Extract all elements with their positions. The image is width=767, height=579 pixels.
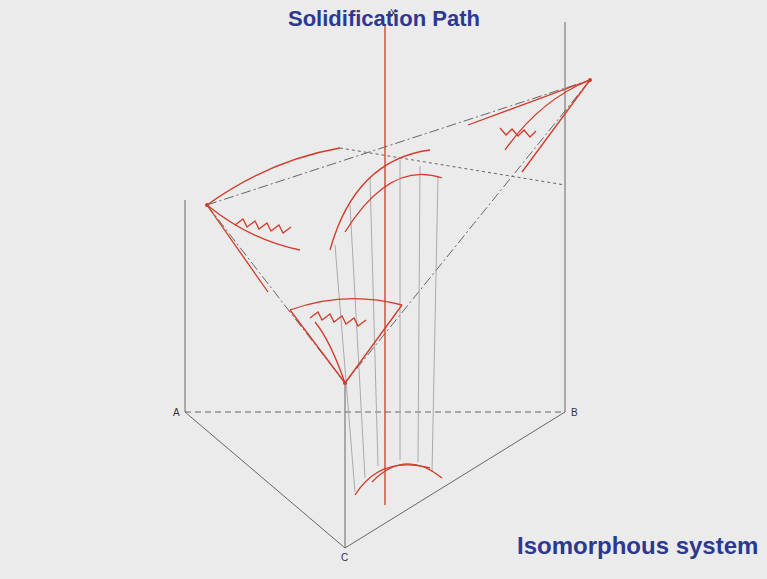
melting-point [205, 203, 209, 207]
projection-line [418, 166, 420, 462]
cone-edge [468, 80, 590, 125]
guide-line [340, 148, 565, 185]
solidification-path [345, 174, 442, 232]
cone-edge [522, 80, 590, 172]
melting-point [343, 381, 347, 385]
corner-label: B [571, 407, 578, 418]
projection-line [335, 245, 355, 492]
vertical-edge [565, 22, 566, 412]
corner-label: C [341, 552, 348, 563]
top-edge [345, 80, 590, 383]
projection-line [432, 176, 438, 472]
phase-surfaces [207, 24, 590, 505]
solidus-curve [505, 80, 590, 150]
tie-line-zigzag [500, 128, 536, 137]
prism-frame [185, 22, 590, 548]
composition-line [384, 24, 385, 505]
cone-edge [290, 310, 345, 383]
projection-line [350, 205, 365, 478]
path-projection [372, 464, 442, 482]
path-projection [355, 465, 430, 495]
tie-line-zigzag [310, 312, 366, 326]
liquidus-curve [290, 299, 402, 310]
vertical-edge [185, 200, 186, 412]
top-edge [207, 80, 590, 205]
solidus-curve [315, 322, 345, 383]
projection-lines [335, 160, 438, 492]
solidification-path [330, 150, 430, 250]
solidus-curve [207, 205, 300, 250]
corner-label: A [173, 407, 180, 418]
tie-line-zigzag [235, 219, 291, 233]
projection-line [400, 160, 401, 460]
projection-line [370, 178, 378, 466]
cone-edge [345, 305, 402, 383]
liquidus-curve [207, 148, 340, 205]
melting-point [588, 78, 592, 82]
base-edge [185, 412, 565, 413]
caption: Isomorphous system [517, 532, 758, 560]
vertical-edge [345, 383, 346, 548]
base-edge [185, 412, 565, 548]
top-edge [207, 205, 345, 383]
corner-label: X [390, 8, 397, 19]
title: Solidification Path [288, 6, 480, 32]
points [205, 78, 592, 385]
cone-edge [207, 205, 268, 292]
